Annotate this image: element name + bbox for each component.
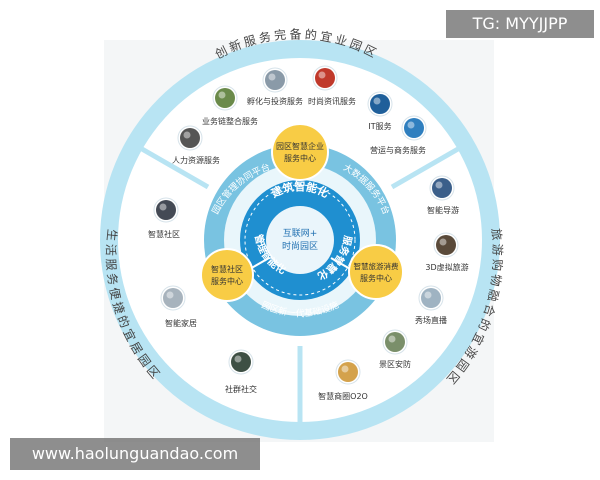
service-icon-highlight	[183, 131, 191, 139]
service-node: 智能家居	[160, 285, 197, 328]
service-label: 智慧社区	[148, 229, 180, 239]
service-icon-highlight	[407, 121, 415, 129]
service-label: 智能导游	[427, 205, 459, 215]
service-node: 人力资源服务	[172, 125, 220, 165]
service-node: 景区安防	[379, 329, 411, 369]
business-chain-icon	[215, 88, 235, 108]
hr-icon	[180, 128, 200, 148]
service-label: 孵化与投资服务	[247, 96, 303, 106]
service-node: 智能导游	[427, 175, 459, 215]
hub-left-circle	[200, 248, 254, 302]
operations-icon	[404, 118, 424, 138]
incubation-icon	[265, 70, 285, 90]
tg-watermark: TG: MYYJJPP	[446, 10, 594, 38]
site-watermark: www.haolunguandao.com	[10, 438, 260, 470]
service-icon-highlight	[424, 291, 432, 299]
virtual-tour-icon	[436, 235, 456, 255]
svg-text:建筑智能化: 建筑智能化	[269, 179, 331, 200]
service-label: 人力资源服务	[172, 155, 220, 165]
service-label: 景区安防	[379, 359, 411, 369]
service-node: IT服务	[367, 91, 393, 131]
it-service-icon	[370, 94, 390, 114]
service-node: 智慧商圈O2O	[318, 359, 368, 401]
hub-left-line-1: 智慧社区	[211, 264, 243, 274]
hub-right-line-1: 智慧旅游消费	[354, 261, 399, 271]
service-node: 时尚资讯服务	[308, 65, 356, 106]
service-icon-highlight	[373, 97, 381, 105]
service-label: 时尚资讯服务	[308, 96, 356, 106]
service-label: 3D虚拟旅游	[425, 262, 468, 272]
service-icon-highlight	[166, 291, 174, 299]
fashion-icon	[315, 68, 335, 88]
service-icon-highlight	[435, 181, 443, 189]
hub-top-line-1: 园区智慧企业	[276, 141, 324, 151]
service-node: 3D虚拟旅游	[425, 232, 469, 272]
hub-top: 园区智慧企业 服务中心	[271, 123, 329, 181]
hub-left-line-2: 服务中心	[211, 276, 243, 286]
service-icon-highlight	[318, 71, 326, 79]
center-disc	[266, 206, 334, 274]
hub-top-line-2: 服务中心	[284, 153, 316, 163]
smart-home-icon	[163, 288, 183, 308]
hub-top-circle	[271, 123, 329, 181]
live-show-icon	[421, 288, 441, 308]
service-node: 业务链整合服务	[202, 85, 258, 126]
service-icon-highlight	[341, 365, 349, 373]
service-icon-highlight	[388, 335, 396, 343]
service-label: 社群社交	[225, 384, 257, 394]
community-icon	[156, 200, 176, 220]
service-node: 秀场直播	[415, 285, 447, 325]
service-node: 社群社交	[225, 349, 257, 394]
service-label: 智能家居	[165, 318, 197, 328]
security-icon	[385, 332, 405, 352]
service-label: IT服务	[368, 121, 391, 131]
service-icon-highlight	[439, 238, 447, 246]
hub-right-circle	[348, 244, 404, 300]
service-icon-highlight	[268, 73, 276, 81]
smart-guide-icon	[432, 178, 452, 198]
hub-right: 智慧旅游消费 服务中心	[348, 244, 404, 300]
service-label: 业务链整合服务	[202, 116, 258, 126]
service-label: 智慧商圈O2O	[318, 391, 368, 401]
service-node: 营运与商务服务	[370, 115, 427, 155]
service-label: 秀场直播	[415, 315, 447, 325]
core-label-top: 建筑智能化	[269, 179, 331, 200]
sector-dividers	[140, 146, 460, 422]
service-icon-highlight	[234, 355, 242, 363]
service-node: 孵化与投资服务	[247, 67, 303, 106]
service-icon-highlight	[218, 91, 226, 99]
core-ring-dashes	[244, 184, 356, 296]
hub-right-line-2: 服务中心	[360, 273, 392, 283]
service-icon-highlight	[159, 203, 167, 211]
center-line-2: 时尚园区	[282, 240, 318, 252]
service-nodes: 孵化与投资服务时尚资讯服务业务链整合服务 IT服务营运与商务服务人力资源服务智能导…	[148, 65, 469, 401]
service-label: 营运与商务服务	[370, 145, 426, 155]
service-node: 智慧社区	[148, 197, 180, 239]
hub-left: 智慧社区 服务中心	[200, 248, 254, 302]
center-line-1: 互联网+	[283, 228, 318, 239]
o2o-icon	[338, 362, 358, 382]
social-icon	[231, 352, 251, 372]
